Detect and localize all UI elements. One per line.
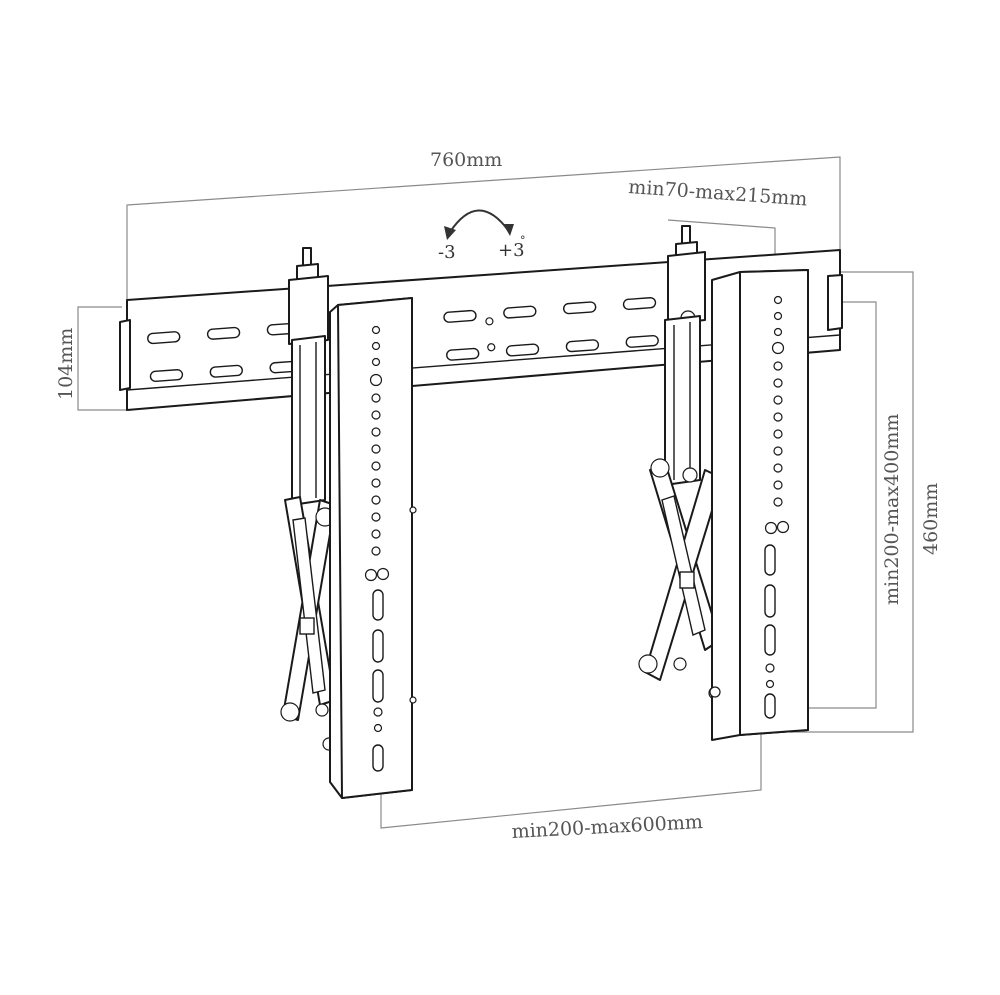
tilt-arc	[449, 209, 509, 233]
left-arm-mechanism	[280, 247, 336, 751]
right-vertical-arm	[709, 269, 809, 741]
height-dimension-line	[77, 306, 132, 411]
right-clamp-block	[667, 251, 706, 325]
tilt-degree-mark: °	[520, 234, 526, 247]
right-arm-mechanism	[638, 225, 723, 700]
tilt-plus-label: +3	[498, 240, 525, 261]
arm-length-dimension-line	[790, 271, 914, 733]
tilt-indicator	[444, 209, 514, 240]
rail-right-tab	[827, 274, 843, 331]
left-vertical-arm	[329, 297, 417, 799]
horizontal-range-dimension-line	[380, 725, 762, 829]
height-label: 104mm	[55, 328, 77, 400]
tilt-minus-label: -3	[438, 242, 456, 263]
tilt-arrow-left-icon	[444, 226, 456, 240]
right-arm-holes	[709, 295, 790, 719]
depth-label: min70-max215mm	[628, 176, 808, 210]
horizontal-range-label: min200-max600mm	[511, 811, 703, 843]
width-label: 760mm	[430, 149, 502, 171]
rail-left-tab	[119, 319, 131, 391]
left-arm-holes	[364, 325, 417, 772]
arm-length-label: 460mm	[920, 483, 942, 555]
width-dimension-line	[126, 156, 841, 300]
tilt-arrow-right-icon	[503, 224, 514, 236]
vertical-range-label: min200-max400mm	[881, 414, 903, 605]
left-clamp-block	[288, 275, 329, 345]
